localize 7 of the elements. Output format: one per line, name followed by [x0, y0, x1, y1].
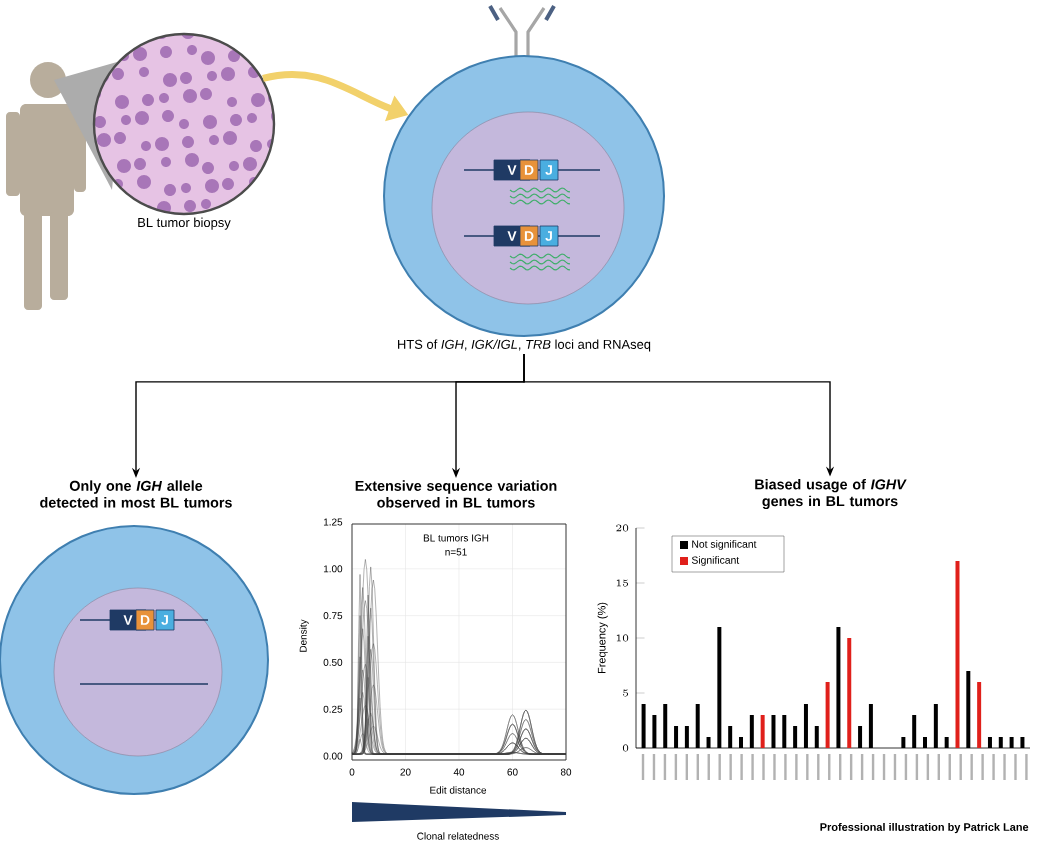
b-cell	[0, 525, 269, 795]
bar	[847, 638, 852, 749]
bar	[977, 682, 982, 749]
child-silhouette	[6, 62, 86, 310]
bar	[955, 561, 960, 749]
bar	[760, 715, 765, 749]
bar	[825, 682, 830, 749]
